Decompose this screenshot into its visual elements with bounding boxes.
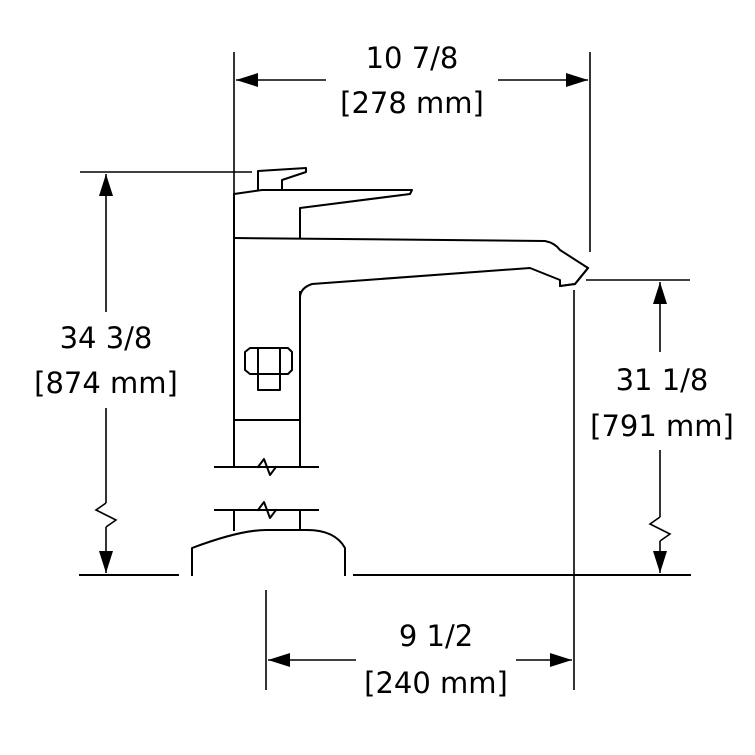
- dim-spout-reach: 9 1/2 [240 mm]: [265, 290, 575, 700]
- dim-top-width-imperial: 10 7/8: [366, 41, 459, 75]
- dim-spout-reach-metric: [240 mm]: [364, 666, 508, 700]
- side-valve-symbol: [244, 347, 293, 391]
- dim-spout-height-imperial: 31 1/8: [616, 363, 709, 397]
- dim-spout-height: 31 1/8 [791 mm]: [586, 279, 734, 573]
- spout-tip: [558, 266, 590, 288]
- break-zigzag-lower: [256, 501, 278, 519]
- faucet-base: [191, 529, 346, 576]
- dim-spout-height-metric: [791 mm]: [590, 409, 734, 443]
- dim-overall-height-metric: [874 mm]: [34, 366, 178, 400]
- dim-overall-height: 34 3/8 [874 mm]: [34, 171, 252, 573]
- spout: [232, 236, 589, 300]
- handle-lever: [257, 167, 307, 191]
- faucet-body: [191, 167, 590, 576]
- dim-top-width: 10 7/8 [278 mm]: [233, 41, 591, 252]
- dim-overall-height-imperial: 34 3/8: [60, 321, 153, 355]
- handle-base-cap: [233, 189, 413, 239]
- break-zigzag-upper: [256, 458, 278, 476]
- dim-spout-reach-imperial: 9 1/2: [399, 619, 473, 653]
- dim-top-width-metric: [278 mm]: [340, 86, 484, 120]
